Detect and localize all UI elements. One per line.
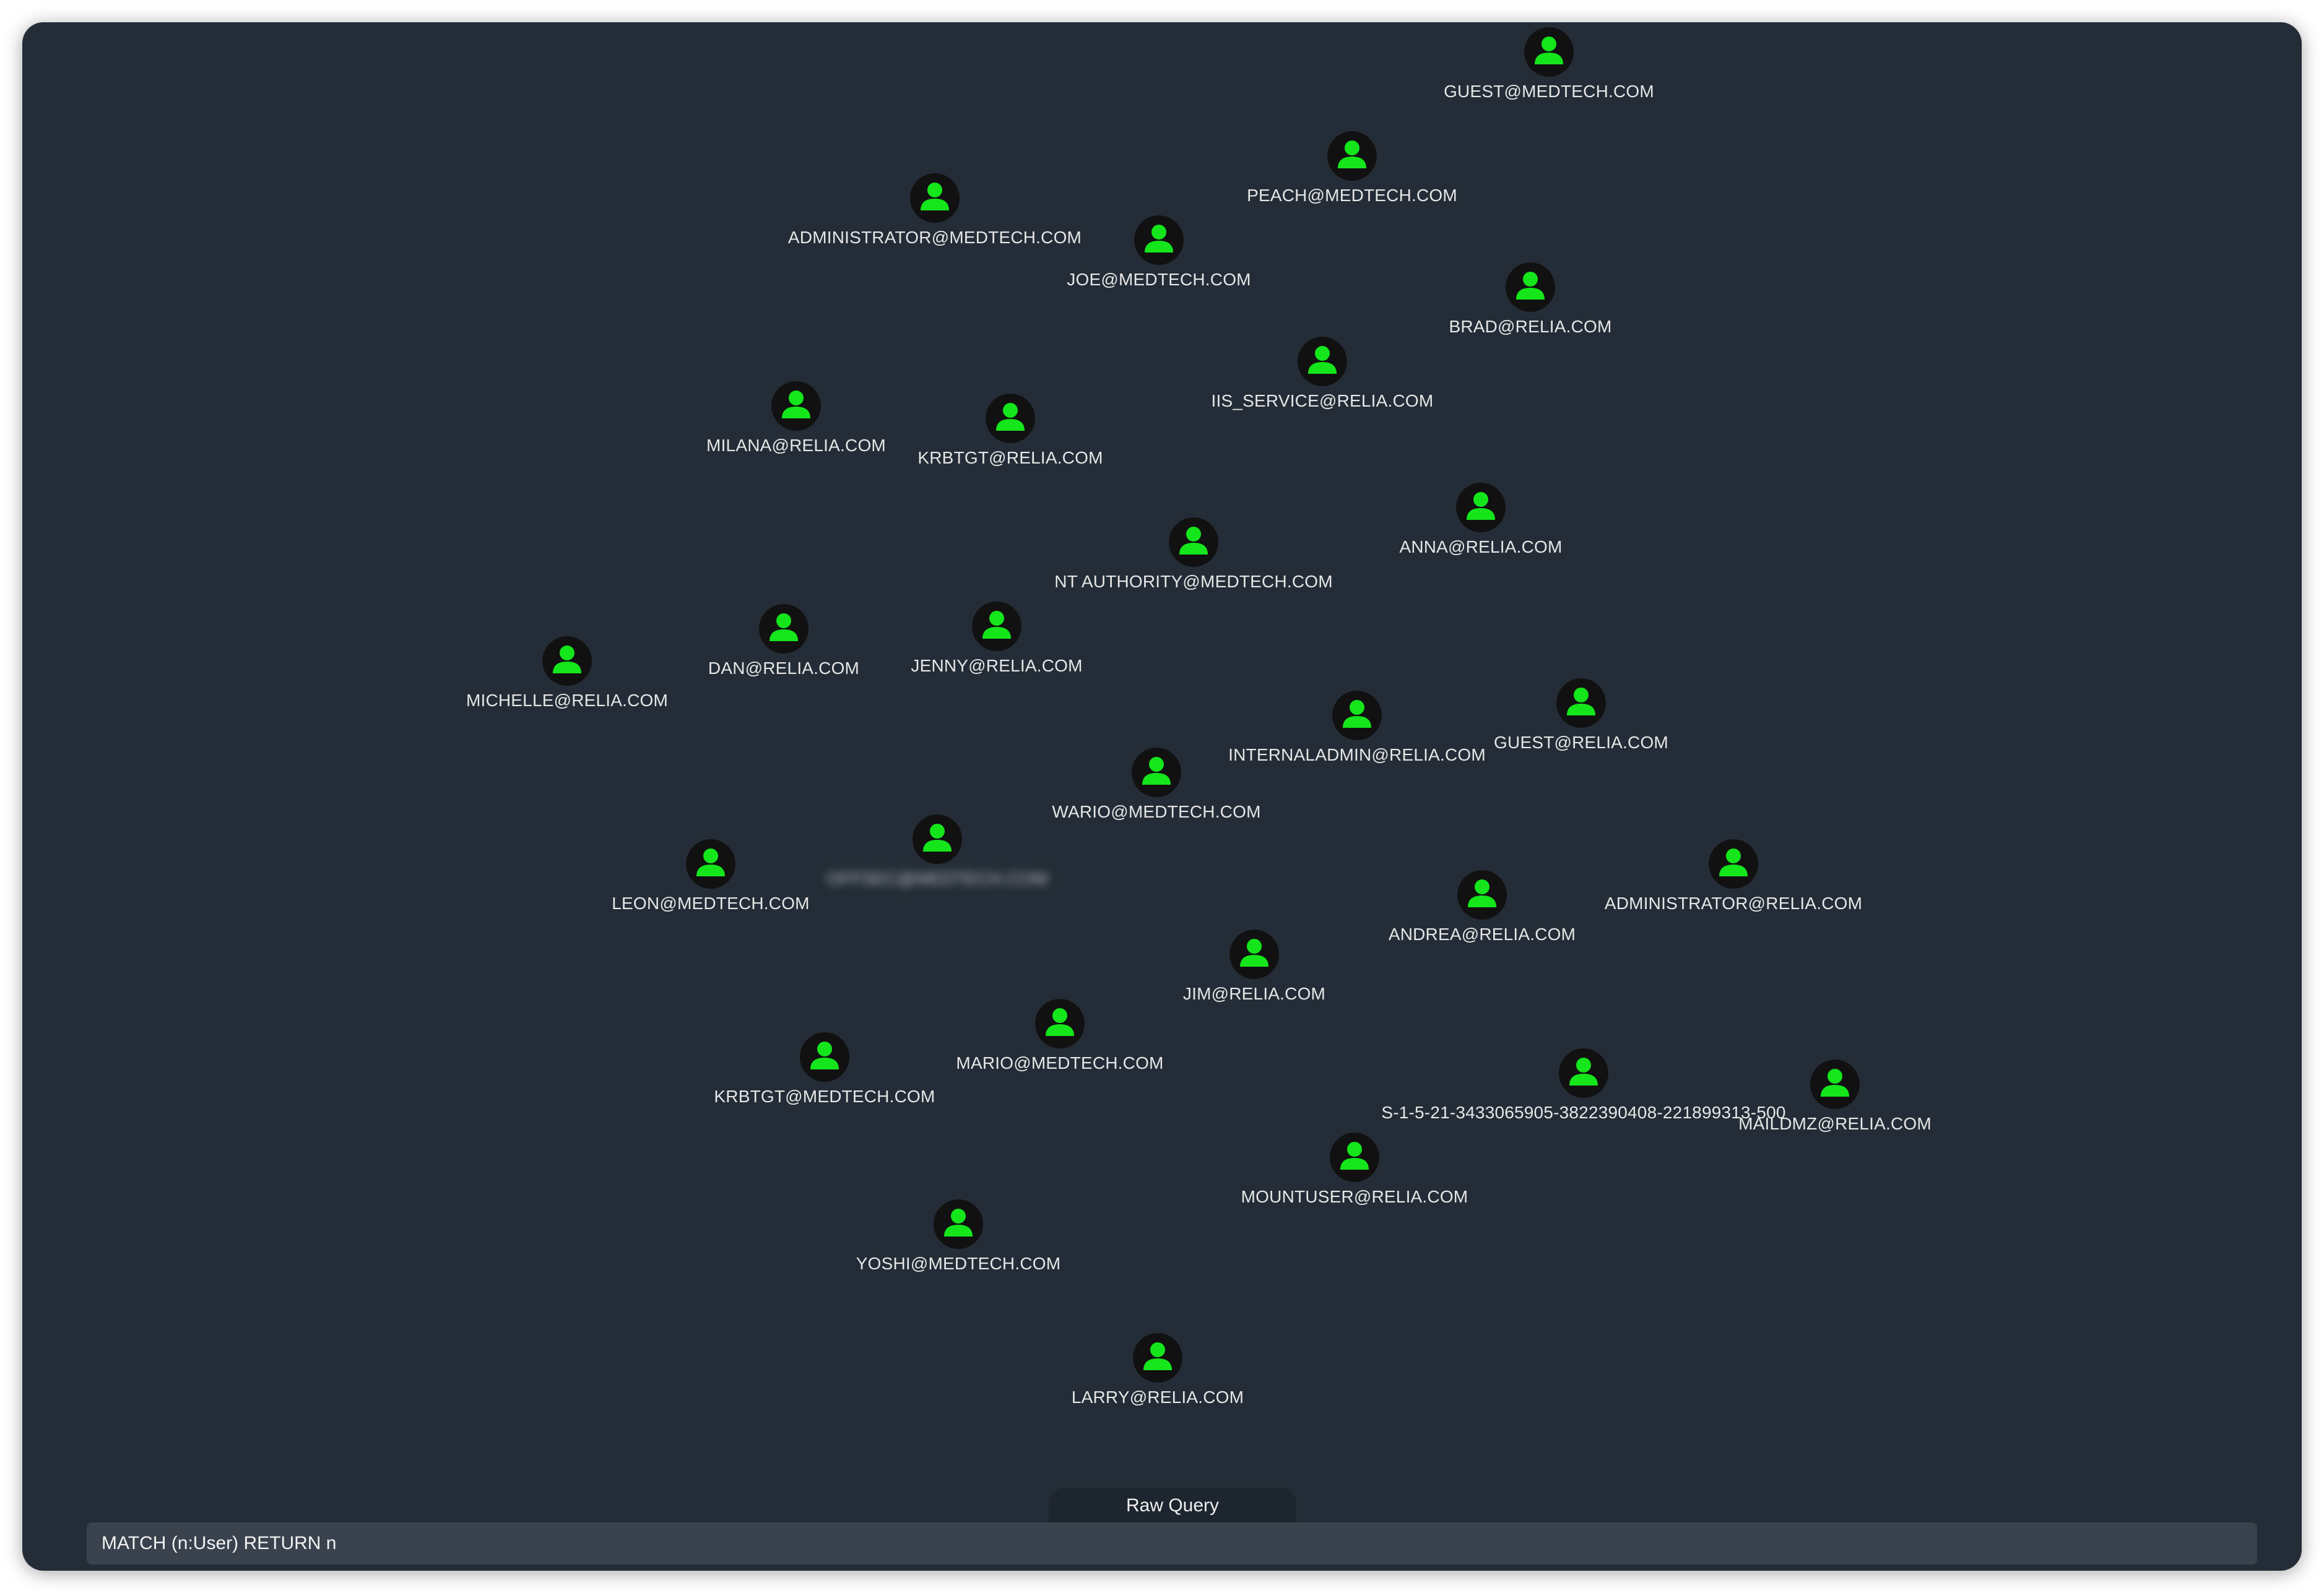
user-icon[interactable]	[934, 1199, 983, 1249]
node-label: IIS_SERVICE@RELIA.COM	[1211, 391, 1434, 410]
node-label: PEACH@MEDTECH.COM	[1247, 186, 1457, 205]
user-icon[interactable]	[1298, 337, 1347, 386]
node-label: MAILDMZ@RELIA.COM	[1738, 1114, 1932, 1133]
user-icon[interactable]	[1133, 1333, 1182, 1383]
user-icon[interactable]	[972, 602, 1021, 651]
raw-query-tab[interactable]: Raw Query	[1049, 1488, 1296, 1522]
node-label: BRAD@RELIA.COM	[1449, 317, 1612, 336]
user-icon[interactable]	[1327, 131, 1377, 181]
user-icon[interactable]	[771, 381, 821, 431]
node-label: WARIO@MEDTECH.COM	[1052, 802, 1261, 821]
node-label: KRBTGT@MEDTECH.COM	[714, 1087, 935, 1106]
node-label: ANDREA@RELIA.COM	[1388, 925, 1576, 944]
graph-window: GUEST@MEDTECH.COM PEACH@MEDTECH.COM ADMINI…	[22, 22, 2302, 1571]
node-label: MOUNTUSER@RELIA.COM	[1241, 1187, 1468, 1206]
raw-query-input[interactable]: MATCH (n:User) RETURN n	[87, 1522, 2257, 1565]
user-icon[interactable]	[759, 604, 809, 654]
node-label: ADMINISTRATOR@MEDTECH.COM	[787, 228, 1082, 247]
user-icon[interactable]	[542, 636, 592, 686]
node-label: S-1-5-21-3433065905-3822390408-221899313…	[1381, 1103, 1786, 1122]
node-label: INTERNALADMIN@RELIA.COM	[1228, 745, 1486, 764]
node-label: YOSHI@MEDTECH.COM	[856, 1254, 1061, 1273]
user-icon[interactable]	[686, 839, 735, 889]
user-icon[interactable]	[1810, 1060, 1860, 1109]
node-label: LEON@MEDTECH.COM	[612, 894, 810, 913]
user-icon[interactable]	[1229, 930, 1279, 979]
node-label: JENNY@RELIA.COM	[911, 656, 1083, 675]
user-icon[interactable]	[1134, 215, 1184, 265]
node-label: ANNA@RELIA.COM	[1399, 537, 1563, 556]
node-label: DAN@RELIA.COM	[708, 658, 860, 678]
user-icon[interactable]	[1556, 678, 1606, 728]
user-icon[interactable]	[1559, 1048, 1608, 1098]
user-icon[interactable]	[913, 814, 962, 864]
node-label: GUEST@RELIA.COM	[1494, 733, 1668, 752]
user-icon[interactable]	[1035, 999, 1085, 1048]
node-label: GUEST@MEDTECH.COM	[1444, 82, 1654, 101]
user-icon[interactable]	[800, 1032, 849, 1082]
node-label: JIM@RELIA.COM	[1182, 984, 1326, 1003]
raw-query-text[interactable]: MATCH (n:User) RETURN n	[102, 1533, 337, 1553]
node-label: OFFSEC@MEDTECH.COM	[826, 869, 1048, 888]
user-icon[interactable]	[1330, 1133, 1379, 1182]
user-icon[interactable]	[1524, 27, 1574, 77]
user-icon[interactable]	[1709, 839, 1758, 889]
node-label: ADMINISTRATOR@RELIA.COM	[1604, 894, 1863, 913]
node-label: MILANA@RELIA.COM	[706, 436, 886, 455]
user-icon[interactable]	[1457, 870, 1507, 920]
user-icon[interactable]	[986, 394, 1035, 443]
user-icon[interactable]	[1132, 748, 1181, 797]
node-label: JOE@MEDTECH.COM	[1067, 270, 1251, 289]
user-icon[interactable]	[1332, 691, 1382, 740]
node-label: NT AUTHORITY@MEDTECH.COM	[1054, 572, 1333, 591]
user-icon[interactable]	[1169, 517, 1218, 567]
user-icon[interactable]	[910, 173, 960, 223]
user-icon[interactable]	[1506, 262, 1555, 312]
node-label: MARIO@MEDTECH.COM	[956, 1053, 1164, 1073]
node-label: LARRY@RELIA.COM	[1071, 1388, 1244, 1407]
user-icon[interactable]	[1456, 483, 1506, 532]
node-label: MICHELLE@RELIA.COM	[466, 691, 669, 710]
node-label: KRBTGT@RELIA.COM	[917, 448, 1103, 467]
